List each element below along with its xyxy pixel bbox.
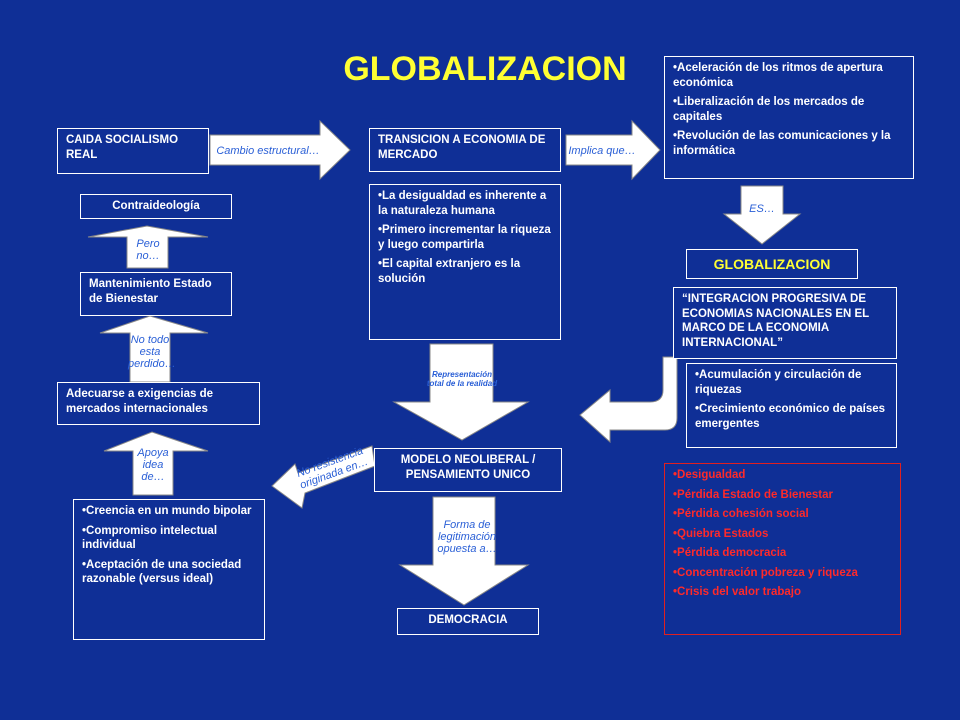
arrow-no-resistencia [271, 445, 376, 509]
box-consecuencias: Desigualdad Pérdida Estado de Bienestar … [664, 463, 901, 635]
arrow-apoya [103, 431, 209, 496]
list-item: Creencia en un mundo bipolar [82, 504, 256, 519]
arrow-no-todo [99, 315, 209, 383]
arrow-curved [579, 356, 678, 444]
label-forma: Forma de legitimación opuesta a… [437, 519, 497, 555]
list-item: Quiebra Estados [673, 527, 892, 542]
box-democracia: DEMOCRACIA [397, 608, 539, 635]
list-item: Crecimiento económico de países emergent… [695, 402, 888, 431]
list-item: Primero incrementar la riqueza y luego c… [378, 223, 552, 252]
box-modelo-neoliberal: MODELO NEOLIBERAL / PENSAMIENTO UNICO [374, 448, 562, 492]
label-no-todo: No todo esta perdido… [128, 334, 176, 370]
label-es: ES… [749, 203, 775, 215]
box-transicion: TRANSICION A ECONOMIA DE MERCADO [369, 128, 561, 172]
list-item: La desigualdad es inherente a la natural… [378, 189, 552, 218]
box-acumulacion: Acumulación y circulación de riquezas Cr… [686, 363, 897, 448]
box-adecuarse: Adecuarse a exigencias de mercados inter… [57, 382, 260, 425]
box-contraideologia: Contraideología [80, 194, 232, 219]
arrow-representacion [392, 343, 530, 441]
box-caida-socialismo: CAIDA SOCIALISMO REAL [57, 128, 209, 174]
arrow-cambio [209, 119, 351, 181]
page-title: GLOBALIZACION [343, 50, 627, 88]
box-aceleracion: Aceleración de los ritmos de apertura ec… [664, 56, 914, 179]
list-item: Revolución de las comunicaciones y la in… [673, 129, 905, 158]
list-item: Acumulación y circulación de riquezas [695, 368, 888, 397]
list-item: Compromiso intelectual individual [82, 524, 256, 553]
list-item: Pérdida democracia [673, 546, 892, 561]
box-mantenimiento-estado: Mantenimiento Estado de Bienestar [80, 272, 232, 316]
list-item: Desigualdad [673, 468, 892, 483]
arrow-forma [398, 496, 530, 606]
list-item: Aceptación de una sociedad razonable (ve… [82, 558, 256, 587]
arrow-implica [565, 119, 661, 181]
label-implica: Implica que… [568, 145, 636, 157]
box-creencia: Creencia en un mundo bipolar Compromiso … [73, 499, 265, 640]
list-item: Pérdida cohesión social [673, 507, 892, 522]
list-item: Aceleración de los ritmos de apertura ec… [673, 61, 905, 90]
box-globalizacion: GLOBALIZACION [686, 249, 858, 279]
list-item: Liberalización de los mercados de capita… [673, 95, 905, 124]
label-cambio: Cambio estructural… [216, 145, 320, 157]
label-representacion: Representación total de la realidad [426, 370, 498, 388]
arrow-pero [87, 225, 209, 269]
box-desigualdad-inherente: La desigualdad es inherente a la natural… [369, 184, 561, 340]
arrow-es [722, 185, 802, 245]
box-integracion-progresiva: “INTEGRACION PROGRESIVA DE ECONOMIAS NAC… [673, 287, 897, 359]
label-apoya: Apoya idea de… [137, 447, 169, 483]
list-item: El capital extranjero es la solución [378, 257, 552, 286]
label-pero: Pero no… [136, 238, 160, 262]
list-item: Crisis del valor trabajo [673, 585, 892, 600]
list-item: Concentración pobreza y riqueza [673, 566, 892, 581]
list-item: Pérdida Estado de Bienestar [673, 488, 892, 503]
